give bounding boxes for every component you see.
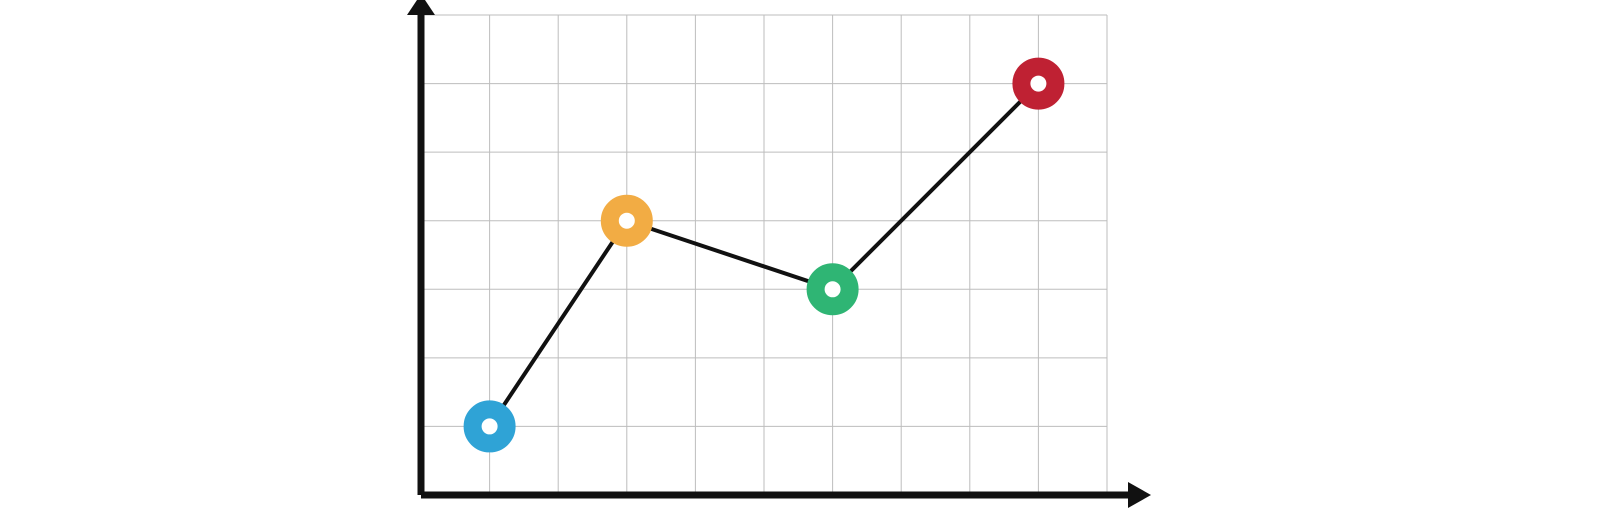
data-point bbox=[1021, 67, 1055, 101]
data-point bbox=[473, 409, 507, 443]
x-axis-arrow bbox=[1128, 482, 1151, 508]
data-point bbox=[816, 272, 850, 306]
data-point bbox=[610, 204, 644, 238]
y-axis-arrow bbox=[407, 0, 435, 15]
grid bbox=[421, 15, 1107, 495]
